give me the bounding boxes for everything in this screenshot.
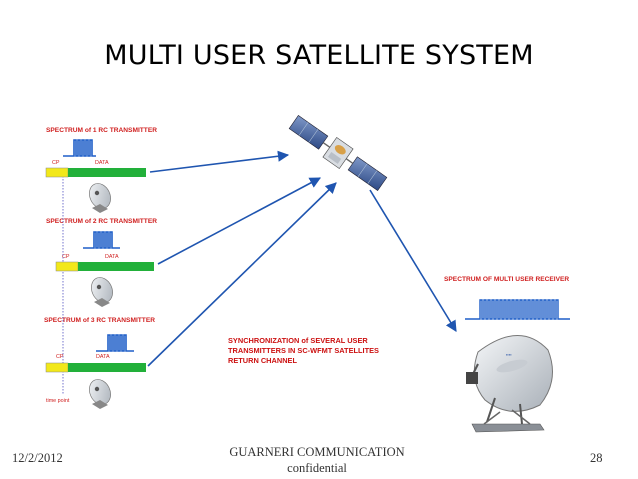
transmitter-3-cp-segment: [45, 362, 69, 373]
transmitter-3-cp-label: CP: [56, 354, 64, 360]
footer-page-number: 28: [590, 451, 603, 465]
sync-line-1: SYNCHRONIZATION of SEVERAL USER: [228, 336, 368, 345]
sync-line-2: TRANSMITTERS IN SC-WFMT SATELLITES: [228, 346, 379, 355]
uplink-arrow-2: [157, 177, 321, 265]
footer-center: GUARNERI COMMUNICATION confidential: [200, 444, 434, 476]
transmitter-1-spectrum: [63, 139, 96, 157]
transmitter-3-data-label: DATA: [96, 354, 110, 360]
transmitter-3-dish-icon: [89, 379, 111, 409]
sync-line-3: RETURN CHANNEL: [228, 356, 297, 365]
time-point-label: time point: [46, 398, 70, 404]
receiver-spectrum: [465, 299, 570, 320]
transmitter-2-spectrum-label: SPECTRUM of 2 RC TRANSMITTER: [46, 218, 157, 225]
transmitter-2-data-label: DATA: [105, 254, 119, 260]
footer-company: GUARNERI COMMUNICATION: [229, 445, 405, 459]
transmitter-3-data-segment: [68, 363, 146, 372]
sync-caption: SYNCHRONIZATION of SEVERAL USER TRANSMIT…: [228, 336, 379, 366]
transmitter-2-spectrum: [83, 231, 120, 249]
transmitter-1-spectrum-label: SPECTRUM of 1 RC TRANSMITTER: [46, 127, 157, 134]
receiver-dish-icon: ▪▪▪▪: [466, 335, 553, 433]
transmitter-2-cp-label: CP: [62, 254, 70, 260]
transmitter-2-cp-segment: [55, 261, 79, 272]
downlink-arrow: [369, 189, 457, 332]
page-title: MULTI USER SATELLITE SYSTEM: [104, 40, 534, 71]
transmitter-3-spectrum: [96, 334, 134, 352]
svg-text:▪▪▪▪: ▪▪▪▪: [506, 352, 512, 357]
transmitter-2-dish-icon: [91, 277, 113, 307]
transmitter-1-dish-icon: [89, 183, 111, 213]
satellite-icon: [288, 115, 388, 191]
receiver-spectrum-label: SPECTRUM OF MULTI USER RECEIVER: [444, 276, 570, 283]
transmitter-3-spectrum-label: SPECTRUM of 3 RC TRANSMITTER: [44, 317, 155, 324]
footer-confidential: confidential: [287, 461, 347, 475]
transmitter-2-data-segment: [78, 262, 154, 271]
footer-date: 12/2/2012: [12, 451, 63, 465]
transmitter-1-data-label: DATA: [95, 160, 109, 166]
transmitter-1-cp-segment: [45, 167, 69, 178]
transmitter-1-cp-label: CP: [52, 160, 60, 166]
uplink-arrow-1: [149, 150, 290, 173]
uplink-arrow-3: [147, 182, 337, 367]
transmitter-1-data-segment: [68, 168, 146, 177]
